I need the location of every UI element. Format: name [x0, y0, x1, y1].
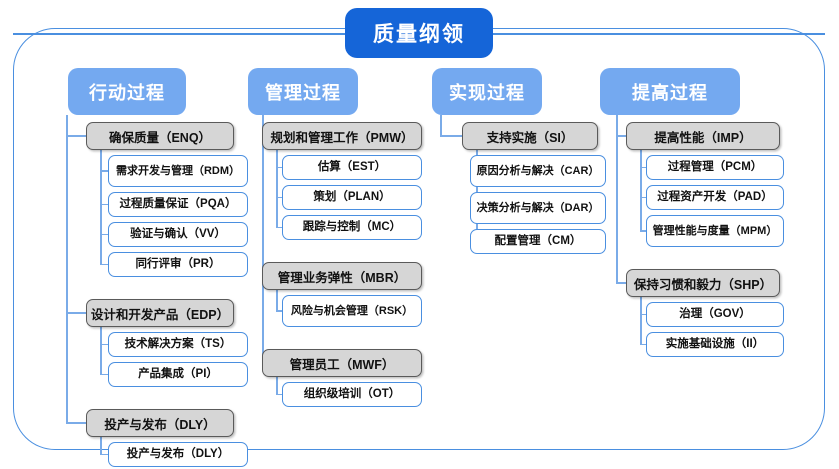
connector-substem — [276, 290, 278, 311]
category-header-4[interactable]: 提高过程 — [600, 68, 740, 115]
category-header-3[interactable]: 实现过程 — [432, 68, 542, 115]
connector-branch — [66, 422, 86, 424]
connector-branch — [66, 312, 86, 314]
title-connector-right — [493, 33, 825, 35]
connector-tick — [640, 166, 646, 169]
leaf-box[interactable]: 过程资产开发（PAD） — [646, 185, 784, 210]
leaf-box[interactable]: 治理（GOV） — [646, 302, 784, 327]
leaf-box[interactable]: 组织级培训（OT） — [282, 382, 422, 407]
leaf-box[interactable]: 配置管理（CM） — [470, 229, 606, 254]
connector-branch — [66, 135, 86, 137]
connector-substem — [640, 297, 642, 345]
leaf-box[interactable]: 决策分析与解决（DAR） — [470, 192, 606, 224]
leaf-box[interactable]: 需求开发与管理（RDM） — [108, 155, 248, 187]
leaf-box[interactable]: 风险与机会管理（RSK） — [282, 295, 422, 327]
connector-branch — [440, 135, 462, 137]
group-box[interactable]: 规划和管理工作（PMW） — [262, 122, 422, 150]
connector-substem — [100, 150, 102, 265]
connector-tick — [100, 170, 108, 172]
connector-tick — [276, 226, 282, 229]
connector-tick — [276, 310, 282, 312]
leaf-box[interactable]: 过程管理（PCM） — [646, 155, 784, 180]
connector-tick — [640, 343, 646, 346]
group-box[interactable]: 支持实施（SI） — [462, 122, 598, 150]
connector-mainstem — [262, 115, 264, 363]
leaf-box[interactable]: 跟踪与控制（MC） — [282, 215, 422, 240]
connector-tick — [640, 313, 646, 316]
connector-substem — [100, 437, 102, 455]
group-box[interactable]: 管理员工（MWF） — [262, 349, 422, 377]
connector-substem — [100, 327, 102, 375]
category-header-1[interactable]: 行动过程 — [68, 68, 186, 115]
connector-tick — [276, 196, 282, 199]
leaf-box[interactable]: 同行评审（PR） — [108, 252, 248, 277]
leaf-box[interactable]: 过程质量保证（PQA） — [108, 192, 248, 217]
leaf-box[interactable]: 验证与确认（VV） — [108, 222, 248, 247]
leaf-box[interactable]: 技术解决方案（TS） — [108, 332, 248, 357]
connector-tick — [100, 373, 108, 376]
connector-tick — [100, 233, 108, 236]
connector-substem — [276, 377, 278, 395]
group-box[interactable]: 提高性能（IMP） — [626, 122, 780, 150]
connector-tick — [640, 230, 646, 232]
connector-tick — [100, 453, 108, 456]
leaf-box[interactable]: 管理性能与度量（MPM） — [646, 215, 784, 247]
leaf-box[interactable]: 估算（EST） — [282, 155, 422, 180]
connector-tick — [100, 203, 108, 206]
connector-tick — [100, 343, 108, 346]
group-box[interactable]: 设计和开发产品（EDP） — [86, 299, 234, 327]
group-box[interactable]: 保持习惯和毅力（SHP） — [626, 269, 780, 297]
title-connector-left — [13, 33, 345, 35]
connector-mainstem — [66, 115, 68, 423]
group-box[interactable]: 管理业务弹性（MBR） — [262, 262, 422, 290]
connector-substem — [276, 150, 278, 228]
diagram-title: 质量纲领 — [345, 8, 493, 58]
group-box[interactable]: 确保质量（ENQ） — [86, 122, 234, 150]
leaf-box[interactable]: 原因分析与解决（CAR） — [470, 155, 606, 187]
connector-tick — [276, 393, 282, 396]
connector-mainstem — [616, 115, 618, 283]
group-box[interactable]: 投产与发布（DLY） — [86, 409, 234, 437]
connector-tick — [276, 166, 282, 169]
leaf-box[interactable]: 产品集成（PI） — [108, 362, 248, 387]
connector-tick — [100, 263, 108, 266]
connector-tick — [640, 196, 646, 199]
category-header-2[interactable]: 管理过程 — [248, 68, 358, 115]
connector-mainstem — [440, 115, 442, 136]
connector-substem — [640, 150, 642, 231]
leaf-box[interactable]: 策划（PLAN） — [282, 185, 422, 210]
leaf-box[interactable]: 投产与发布（DLY） — [108, 442, 248, 467]
connector-branch — [616, 135, 626, 137]
leaf-box[interactable]: 实施基础设施（II） — [646, 332, 784, 357]
connector-branch — [616, 282, 626, 284]
